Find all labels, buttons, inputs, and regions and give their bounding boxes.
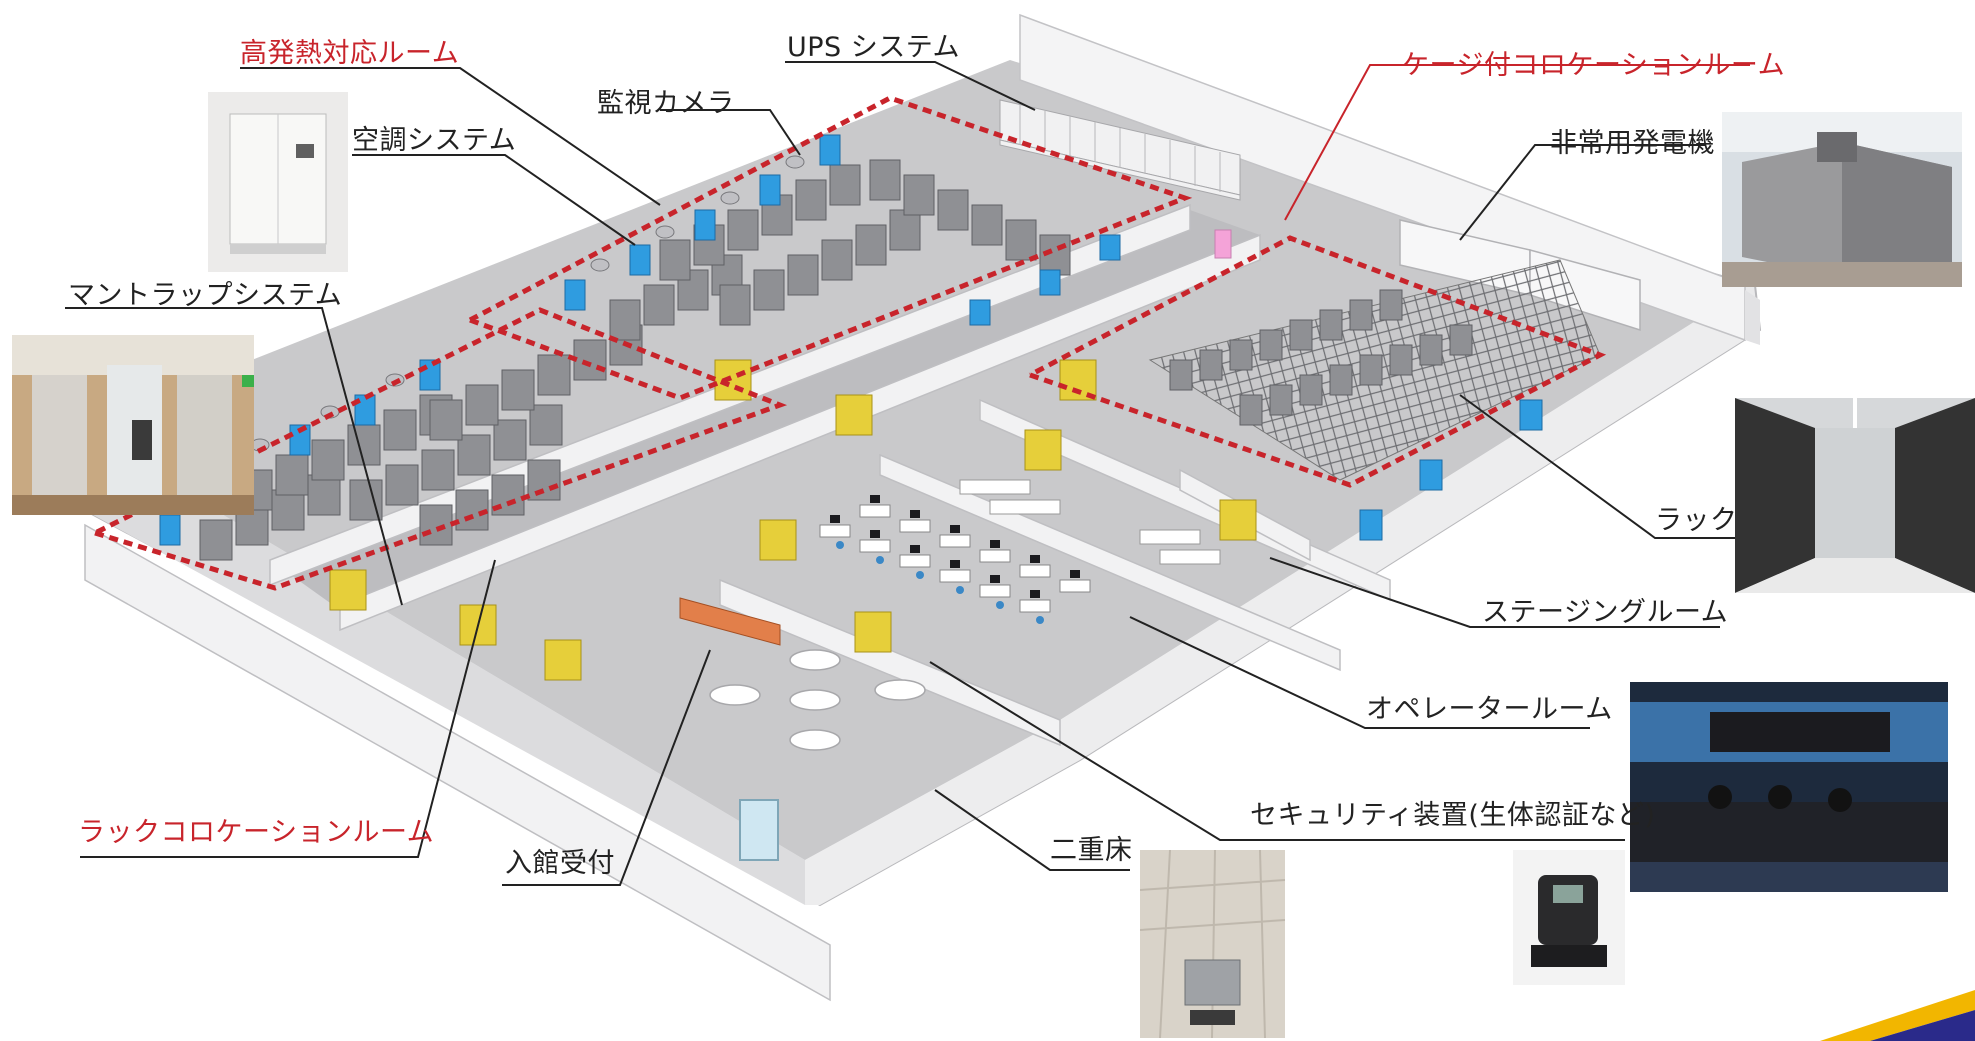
high-heat-racks	[609, 159, 1071, 341]
ups-cabinets	[999, 99, 1241, 201]
operator-chairs	[836, 541, 1044, 624]
biometric-device-photo	[1513, 850, 1625, 985]
high-heat-outline	[468, 95, 1193, 401]
air-conditioner-photo	[208, 92, 348, 272]
rack-colocation-outline	[93, 307, 788, 591]
label-reception: 入館受付	[505, 848, 615, 879]
rack-room-photo	[1735, 398, 1975, 593]
label-operator-room: オペレータールーム	[1366, 694, 1613, 725]
operator-monitors	[830, 495, 1080, 598]
reception-desk	[679, 597, 781, 646]
slab-front	[75, 430, 805, 905]
label-cage-colocation-room: ケージ付コロケーションルーム	[1402, 50, 1786, 81]
mantrap-photo	[12, 335, 254, 515]
leader-lines-red	[1284, 64, 1750, 221]
right-end-wall	[1745, 290, 1760, 345]
label-raised-floor: 二重床	[1050, 835, 1133, 866]
label-mantrap-system: マントラップシステム	[68, 280, 343, 311]
cage-colocation-outline	[1028, 235, 1607, 488]
label-air-conditioning: 空調システム	[352, 125, 517, 156]
ac-units	[159, 134, 1543, 546]
label-surveillance-camera: 監視カメラ	[597, 88, 735, 119]
label-high-heat-room: 高発熱対応ルーム	[240, 38, 460, 69]
label-security-device: セキュリティ装置(生体認証など)	[1250, 800, 1656, 831]
entrance-door	[739, 799, 779, 861]
slab-side	[805, 290, 1760, 905]
operator-desks	[819, 504, 1091, 613]
label-staging-room: ステージングルーム	[1482, 597, 1729, 628]
operator-room-photo	[1630, 682, 1948, 892]
zone-outlines	[93, 95, 1607, 591]
label-emergency-generator: 非常用発電機	[1550, 128, 1715, 159]
building-floor	[80, 60, 1745, 860]
staging-desks	[959, 479, 1221, 565]
rack-colocation-racks	[199, 324, 643, 561]
label-rack-colocation-room: ラックコロケーションルーム	[78, 817, 435, 848]
leader-lines	[65, 61, 1745, 886]
accent-bar	[1820, 990, 1975, 1041]
pink-door	[1214, 229, 1232, 259]
label-rack: ラック	[1655, 505, 1738, 536]
generator-photo	[1722, 112, 1962, 287]
raised-floor-photo	[1140, 850, 1285, 1038]
lounge-tables	[709, 649, 926, 751]
label-ups-system: UPS システム	[787, 32, 960, 63]
